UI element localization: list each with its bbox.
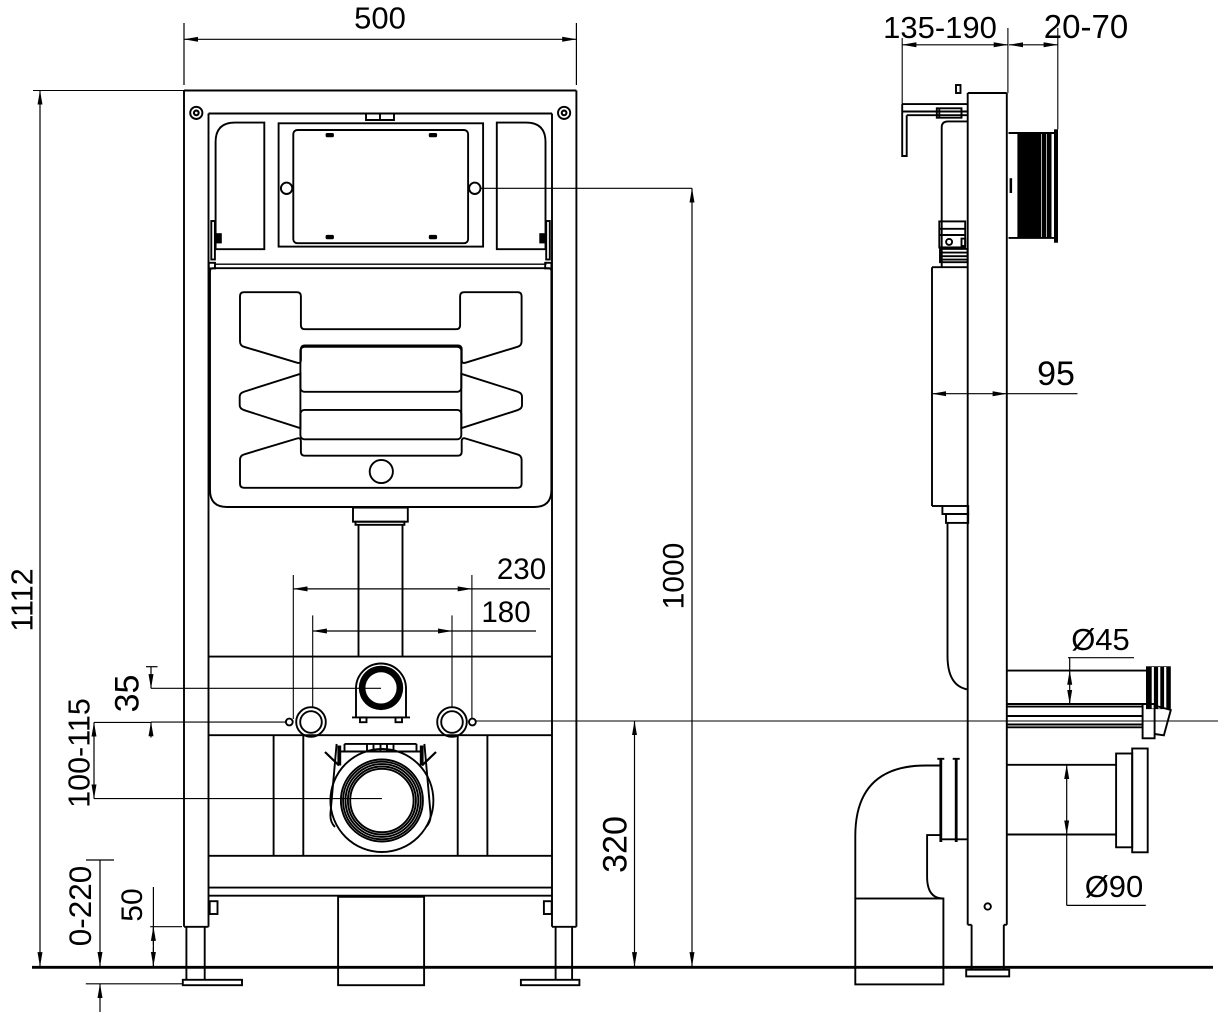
svg-text:20-70: 20-70 (1044, 8, 1128, 45)
svg-text:100-115: 100-115 (63, 698, 97, 808)
svg-text:230: 230 (497, 553, 546, 586)
svg-text:1000: 1000 (658, 543, 691, 610)
svg-text:1112: 1112 (6, 568, 40, 631)
svg-text:135-190: 135-190 (883, 10, 997, 45)
svg-text:95: 95 (1037, 355, 1075, 393)
svg-text:35: 35 (109, 675, 147, 713)
svg-text:Ø45: Ø45 (1071, 622, 1130, 657)
svg-text:Ø90: Ø90 (1085, 869, 1144, 904)
svg-text:50: 50 (116, 888, 149, 921)
svg-text:500: 500 (354, 1, 406, 36)
svg-text:180: 180 (481, 596, 530, 629)
svg-text:0-220: 0-220 (62, 866, 98, 947)
svg-text:320: 320 (597, 816, 635, 873)
